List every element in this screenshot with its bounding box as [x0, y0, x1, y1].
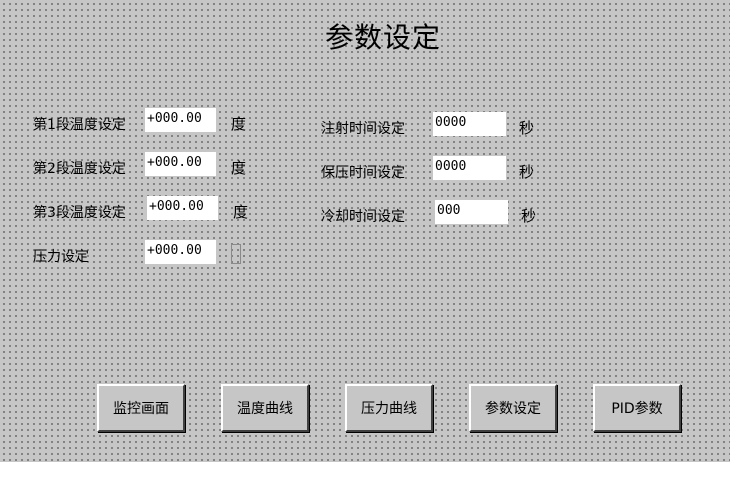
injection-time-label: 注射时间设定	[321, 121, 405, 137]
temp-stage1-input[interactable]: +000.00	[145, 108, 216, 132]
parameter-settings-button[interactable]: 参数设定	[469, 384, 557, 432]
temp-stage2-input[interactable]: +000.00	[145, 152, 216, 176]
cooling-time-input[interactable]: 000	[435, 200, 508, 224]
hmi-screen-panel: 参数设定 第1段温度设定 +000.00 度 第2段温度设定 +000.00 度…	[0, 0, 730, 462]
pressure-unit-box	[231, 244, 241, 264]
monitor-screen-button[interactable]: 监控画面	[97, 384, 185, 432]
temp-stage1-unit: 度	[231, 115, 247, 133]
temp-stage2-unit: 度	[231, 159, 247, 177]
cooling-time-label: 冷却时间设定	[321, 209, 405, 225]
temp-stage2-label: 第2段温度设定	[33, 161, 126, 177]
hold-time-label: 保压时间设定	[321, 165, 405, 181]
injection-time-unit: 秒	[519, 119, 535, 137]
page-title: 参数设定	[324, 21, 441, 54]
pid-parameters-button[interactable]: PID参数	[593, 384, 681, 432]
temp-stage1-label: 第1段温度设定	[33, 117, 126, 133]
pressure-input[interactable]: +000.00	[145, 240, 216, 264]
temperature-curve-button[interactable]: 温度曲线	[221, 384, 309, 432]
injection-time-input[interactable]: 0000	[433, 112, 506, 136]
temp-stage3-unit: 度	[233, 203, 249, 221]
temp-stage3-input[interactable]: +000.00	[147, 196, 218, 220]
temp-stage3-label: 第3段温度设定	[33, 205, 126, 221]
cooling-time-unit: 秒	[521, 207, 537, 225]
hold-time-unit: 秒	[519, 163, 535, 181]
pressure-label: 压力设定	[33, 249, 89, 265]
pressure-curve-button[interactable]: 压力曲线	[345, 384, 433, 432]
hold-time-input[interactable]: 0000	[433, 156, 506, 180]
